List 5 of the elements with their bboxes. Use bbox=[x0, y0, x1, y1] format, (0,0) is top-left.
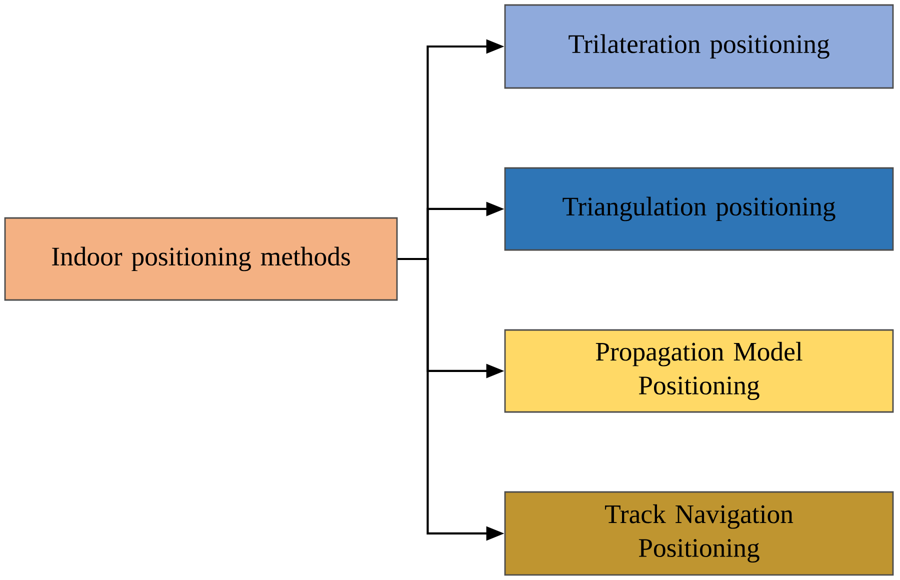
process-box: Triangulation positioning bbox=[504, 167, 894, 251]
process-box: Indoor positioning methods bbox=[4, 217, 398, 301]
process-box: Track Navigation Positioning bbox=[504, 491, 894, 576]
process-box: Propagation Model Positioning bbox=[504, 329, 894, 413]
process-box: Trilateration positioning bbox=[504, 4, 894, 89]
